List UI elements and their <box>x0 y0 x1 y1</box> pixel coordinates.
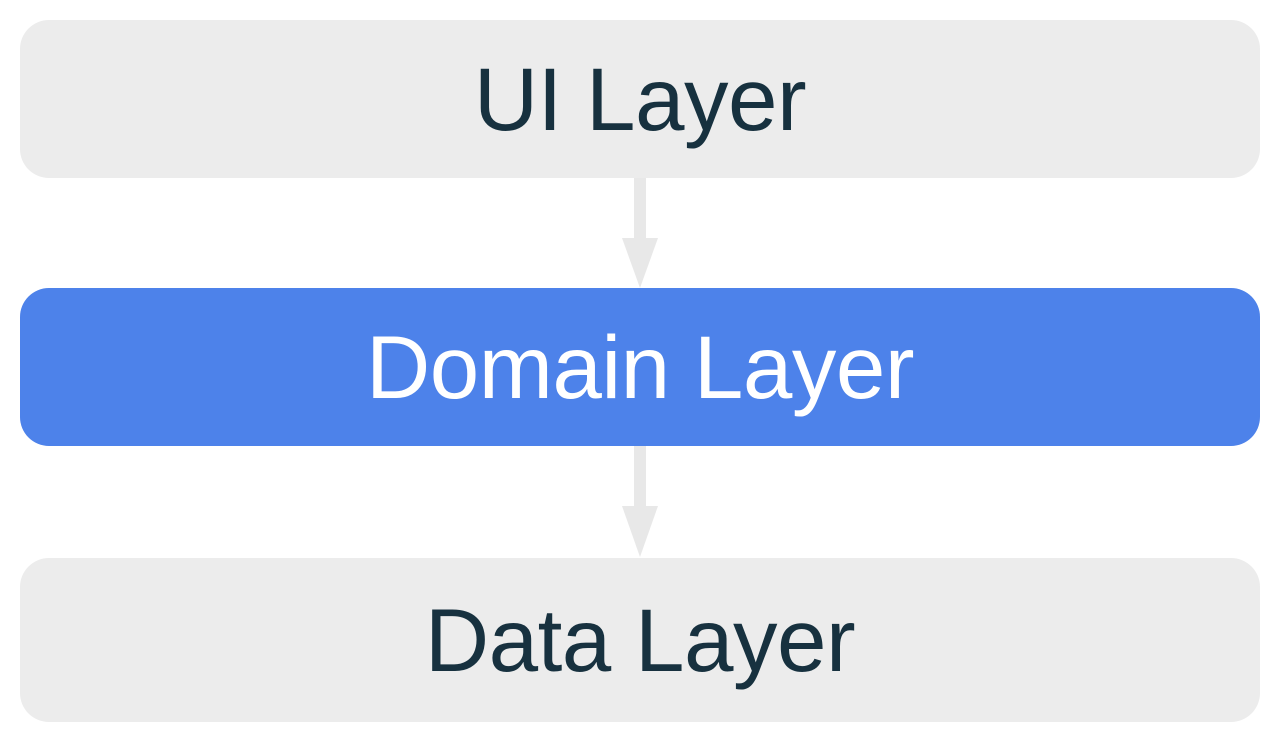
arrow-domain-to-data <box>622 446 658 557</box>
node-ui-layer[interactable]: UI Layer <box>20 20 1260 178</box>
arrow-ui-to-domain <box>622 178 658 288</box>
node-data-layer-label: Data Layer <box>424 589 856 690</box>
node-data-layer[interactable]: Data Layer <box>20 558 1260 722</box>
node-domain-layer[interactable]: Domain Layer <box>20 288 1260 446</box>
node-ui-layer-label: UI Layer <box>473 48 807 149</box>
node-domain-layer-label: Domain Layer <box>365 316 915 417</box>
